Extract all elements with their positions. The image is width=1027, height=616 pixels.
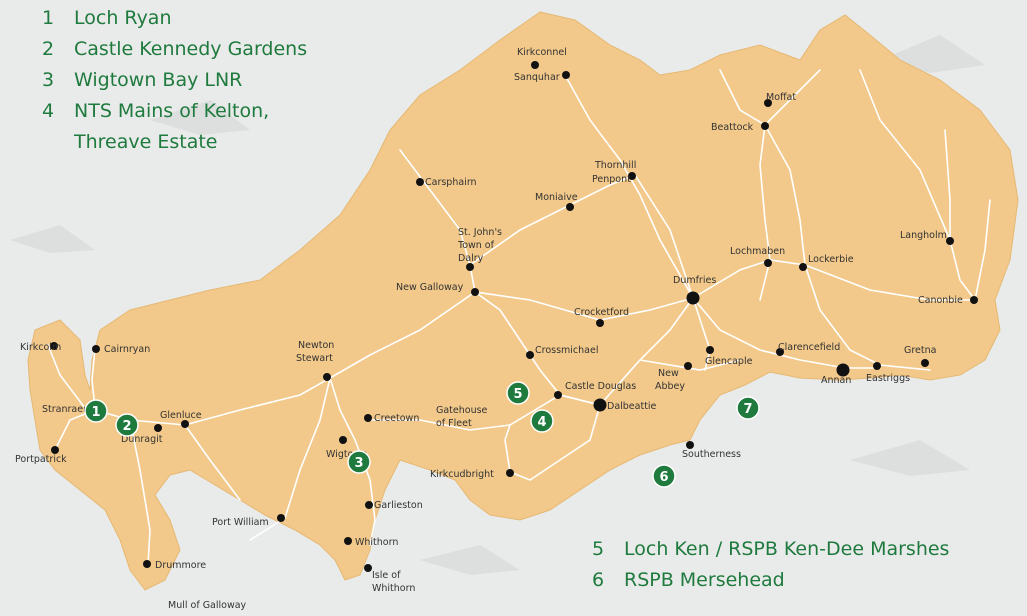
place-whithorn: Whithorn bbox=[355, 537, 398, 548]
place-creetown: Creetown bbox=[374, 413, 419, 424]
site-marker-3[interactable]: 3 bbox=[347, 450, 371, 474]
place-moniaive: Moniaive bbox=[535, 192, 578, 203]
place-crossmichael: Crossmichael bbox=[535, 345, 599, 356]
place-dumfries: Dumfries bbox=[673, 275, 716, 286]
place-lockerbie: Lockerbie bbox=[808, 254, 854, 265]
place-glencaple: Glencaple bbox=[705, 356, 753, 367]
place-new-abbey-line2: Abbey bbox=[655, 381, 685, 392]
svg-text:2: 2 bbox=[122, 419, 131, 434]
place-canonbie: Canonbie bbox=[918, 295, 963, 306]
place-carsphairn: Carsphairn bbox=[425, 177, 477, 188]
place-crocketford: Crocketford bbox=[574, 307, 629, 318]
place-newton-line1: Newton bbox=[298, 340, 334, 351]
svg-text:4: 4 bbox=[537, 415, 546, 430]
svg-text:3: 3 bbox=[354, 456, 363, 471]
place-portpatrick: Portpatrick bbox=[15, 454, 67, 465]
site-marker-1[interactable]: 1 bbox=[84, 399, 108, 423]
place-labels: Kirkconnel Sanquhar Moffat Beattock Thor… bbox=[15, 47, 978, 611]
place-kirkconnel: Kirkconnel bbox=[517, 47, 567, 58]
place-gretna: Gretna bbox=[904, 345, 936, 356]
place-dalry-line3: Dalry bbox=[458, 253, 484, 264]
site-marker-6[interactable]: 6 bbox=[652, 464, 676, 488]
place-glenluce: Glenluce bbox=[160, 410, 202, 421]
place-dalbeattie: Dalbeattie bbox=[607, 401, 657, 412]
place-gatehouse-line1: Gatehouse bbox=[436, 405, 488, 416]
site-markers: 1 2 3 4 5 6 7 bbox=[84, 381, 760, 488]
place-kirkcolm: Kirkcolm bbox=[20, 342, 61, 353]
svg-text:7: 7 bbox=[743, 402, 752, 417]
legend-item-4-line2: Threave Estate bbox=[74, 131, 218, 153]
place-isle-line1: Isle of bbox=[372, 570, 401, 581]
place-dalry-line1: St. John's bbox=[458, 227, 502, 238]
place-kirkcudbright: Kirkcudbright bbox=[430, 469, 494, 480]
place-stranraer: Stranraer bbox=[42, 404, 87, 415]
site-marker-2[interactable]: 2 bbox=[115, 413, 139, 437]
site-marker-4[interactable]: 4 bbox=[530, 409, 554, 433]
place-beattock: Beattock bbox=[711, 122, 754, 133]
place-annan: Annan bbox=[821, 375, 851, 386]
place-clarencefield: Clarencefield bbox=[778, 342, 840, 353]
place-lochmaben: Lochmaben bbox=[730, 246, 785, 257]
site-marker-7[interactable]: 7 bbox=[736, 396, 760, 420]
place-drummore: Drummore bbox=[155, 560, 206, 571]
place-southerness: Southerness bbox=[682, 449, 741, 460]
place-new-galloway: New Galloway bbox=[396, 282, 464, 293]
place-sanquhar: Sanquhar bbox=[514, 72, 560, 83]
place-langholm: Langholm bbox=[900, 230, 947, 241]
place-isle-line2: Whithorn bbox=[372, 583, 415, 594]
place-penpont: Penpont bbox=[592, 174, 631, 185]
place-dunragit: Dunragit bbox=[121, 434, 163, 445]
place-newton-line2: Stewart bbox=[296, 353, 333, 364]
svg-text:6: 6 bbox=[659, 470, 668, 485]
place-eastriggs: Eastriggs bbox=[866, 373, 910, 384]
place-gatehouse-line2: of Fleet bbox=[436, 418, 472, 429]
place-castle-douglas: Castle Douglas bbox=[565, 381, 636, 392]
place-wigtown: Wigtown bbox=[326, 449, 367, 460]
place-moffat: Moffat bbox=[766, 92, 796, 103]
place-thornhill: Thornhill bbox=[594, 160, 636, 171]
site-marker-5[interactable]: 5 bbox=[506, 381, 530, 405]
place-mull-of-galloway: Mull of Galloway bbox=[168, 600, 247, 611]
place-cairnryan: Cairnryan bbox=[104, 344, 150, 355]
svg-text:1: 1 bbox=[91, 405, 100, 420]
svg-text:5: 5 bbox=[513, 387, 522, 402]
place-port-william: Port William bbox=[212, 517, 269, 528]
road-network bbox=[47, 69, 991, 566]
place-new-abbey-line1: New bbox=[658, 368, 679, 379]
place-garlieston: Garlieston bbox=[374, 500, 423, 511]
place-dalry-line2: Town of bbox=[457, 240, 495, 251]
